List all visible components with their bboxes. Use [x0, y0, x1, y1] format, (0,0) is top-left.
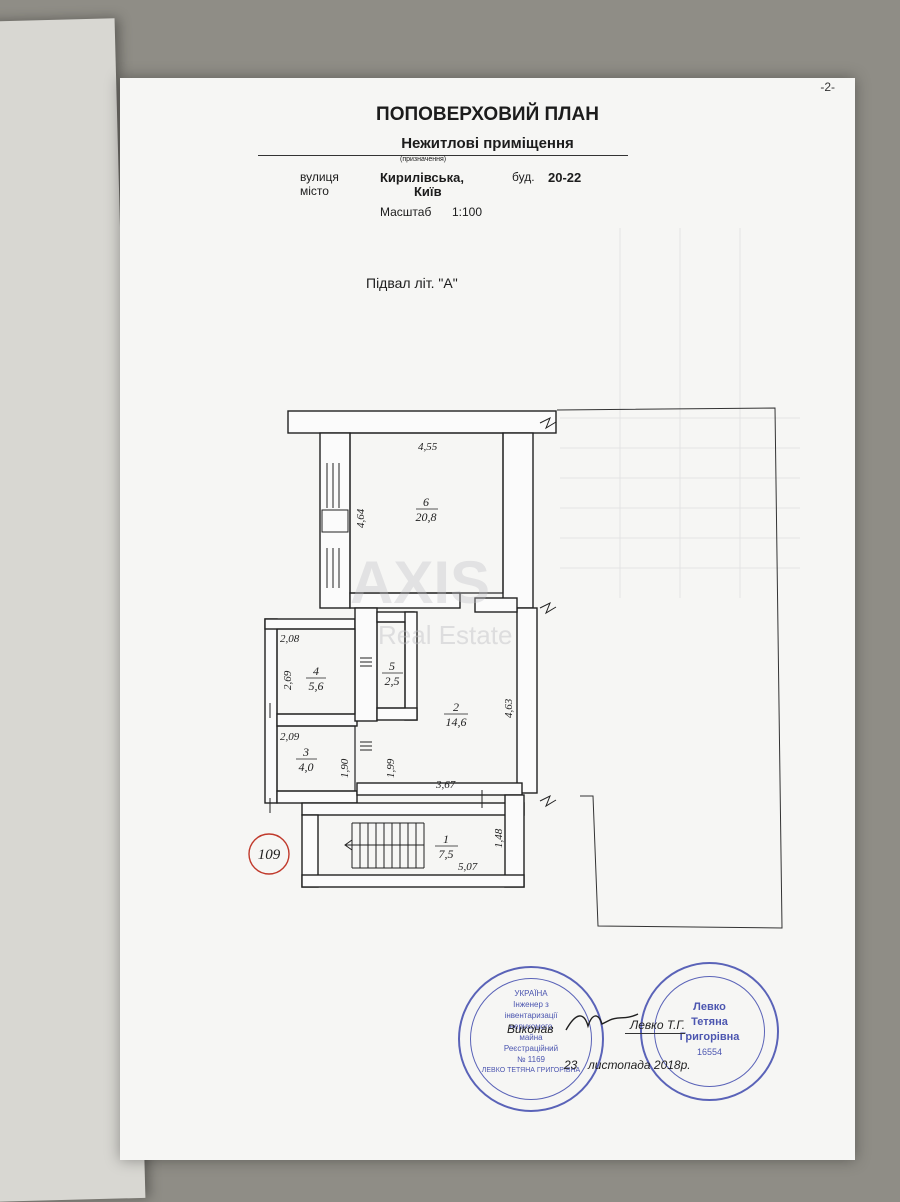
walls	[264, 410, 557, 888]
left-stamp-line: Інженер з	[513, 1000, 549, 1009]
room-1-number: 1	[443, 832, 449, 846]
document-subtitle: Нежитлові приміщення	[401, 135, 574, 152]
signature-date-day: 23	[564, 1058, 578, 1072]
room-5-area: 2,5	[385, 674, 400, 688]
right-stamp-line: Левко	[693, 1001, 726, 1013]
street-label: вулиця	[300, 170, 339, 184]
subtitle-underline	[258, 155, 628, 156]
building-value: 20-22	[548, 170, 582, 185]
city-value: Київ	[414, 184, 442, 199]
room-1-area: 7,5	[439, 847, 454, 861]
right-stamp-line: 16554	[696, 1047, 723, 1057]
lot-boundary	[556, 407, 783, 929]
left-stamp-line: Реєстраційний	[503, 1044, 559, 1053]
left-stamp-line: нерухомого	[509, 1022, 553, 1031]
room-5-number: 5	[389, 659, 395, 673]
floor-plan-sheet: -2- ПОПОВЕРХОВИЙ ПЛАН Нежитлові приміщен…	[120, 78, 855, 1160]
signature-name: Левко Т.Г.	[630, 1018, 686, 1032]
street-value: Кирилівська,	[380, 170, 464, 185]
dim-2-08: 2,08	[280, 633, 300, 645]
dim-1-48: 1,48	[493, 828, 505, 848]
marker-number: 109	[258, 847, 281, 863]
signature-label: Виконав	[507, 1022, 554, 1036]
watermark-sub: Real Estate	[378, 620, 512, 650]
dim-1-99: 1,99	[385, 758, 397, 778]
show-through-grid	[560, 228, 800, 598]
room-4-number: 4	[313, 664, 319, 678]
right-stamp-line: Тетяна	[691, 1016, 728, 1028]
left-stamp-line: № 1169	[516, 1055, 545, 1064]
dim-4-64: 4,64	[355, 508, 367, 528]
stair-treads	[344, 822, 425, 869]
break-marks	[539, 416, 557, 808]
inner-outlines	[276, 432, 504, 792]
signature-date: листопада 2018р.	[588, 1058, 691, 1072]
purpose-caption: (призначення)	[400, 156, 447, 163]
room6-windows	[321, 463, 349, 588]
city-label: місто	[300, 184, 329, 198]
left-stamp-line: майна	[519, 1033, 543, 1042]
right-stamp: Левко Тетяна Григорівна 16554	[640, 962, 779, 1101]
room-2-area: 14,6	[446, 715, 467, 729]
page-number-mark: -2-	[820, 80, 835, 94]
dim-2-69: 2,69	[282, 670, 294, 690]
dim-3-67: 3,67	[435, 779, 456, 791]
document-title: ПОПОВЕРХОВИЙ ПЛАН	[376, 104, 599, 125]
signature-line	[625, 1033, 685, 1034]
dim-4-55: 4,55	[418, 441, 438, 453]
left-stamp-line: інвентаризації	[504, 1011, 558, 1020]
room-4-area: 5,6	[309, 679, 324, 693]
room-3-area: 4,0	[299, 760, 314, 774]
left-stamp: УКРАЇНА Інженер з інвентаризації нерухом…	[458, 966, 604, 1112]
scale-value: 1:100	[452, 205, 483, 219]
room-2-number: 2	[453, 700, 459, 714]
handwritten-signature	[565, 1013, 639, 1031]
scale-label: Масштаб	[380, 205, 432, 219]
left-stamp-line: УКРАЇНА	[514, 989, 548, 998]
floor-plan-drawing: 4,55 4,64 2,08 2,69 4,63 2,09 1,90 1,99 …	[248, 228, 800, 929]
room-6-number: 6	[423, 495, 429, 509]
door-marks	[269, 657, 483, 813]
building-label: буд.	[512, 170, 535, 184]
left-stamp-line: ЛЕВКО ТЕТЯНА ГРИГОРІВНА	[481, 1067, 581, 1074]
dim-1-90: 1,90	[339, 758, 351, 778]
room-3-number: 3	[302, 745, 309, 759]
floor-label: Підвал літ. "А"	[366, 275, 458, 291]
marker-circle	[248, 833, 290, 875]
room-6-area: 20,8	[416, 510, 437, 524]
dim-5-07: 5,07	[458, 861, 478, 873]
right-stamp-line: Григорівна	[679, 1031, 740, 1043]
watermark-brand: AXIS	[350, 549, 490, 616]
dim-4-63: 4,63	[503, 698, 515, 718]
dim-2-09: 2,09	[280, 731, 300, 743]
